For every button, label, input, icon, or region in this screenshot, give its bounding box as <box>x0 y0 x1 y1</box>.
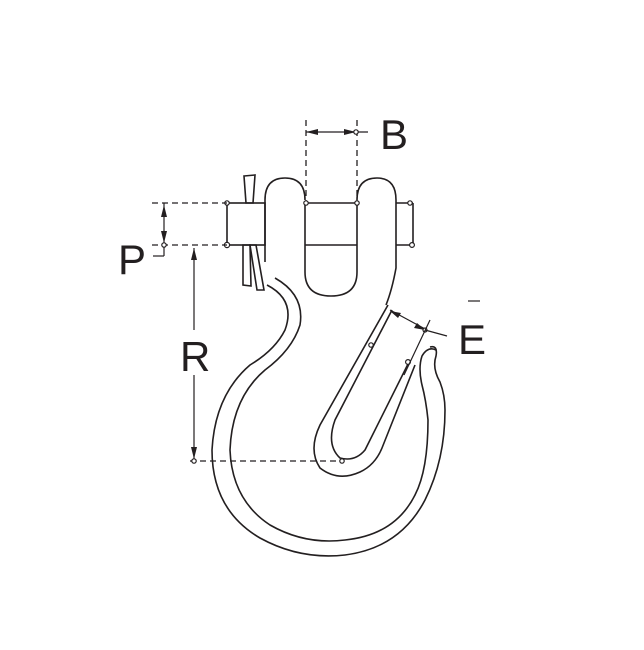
dimension-p: P <box>118 202 227 283</box>
label-b: B <box>380 111 408 158</box>
clevis-body <box>264 177 397 306</box>
clevis-pin <box>223 200 416 249</box>
dimension-b: B <box>305 111 408 202</box>
label-p: P <box>118 236 146 283</box>
label-r: R <box>180 333 210 380</box>
cotter-pin <box>242 174 265 291</box>
label-e: E <box>458 316 486 363</box>
dimension-r: R <box>180 248 345 464</box>
hook-body <box>211 277 446 557</box>
dimension-e: E <box>389 300 486 376</box>
